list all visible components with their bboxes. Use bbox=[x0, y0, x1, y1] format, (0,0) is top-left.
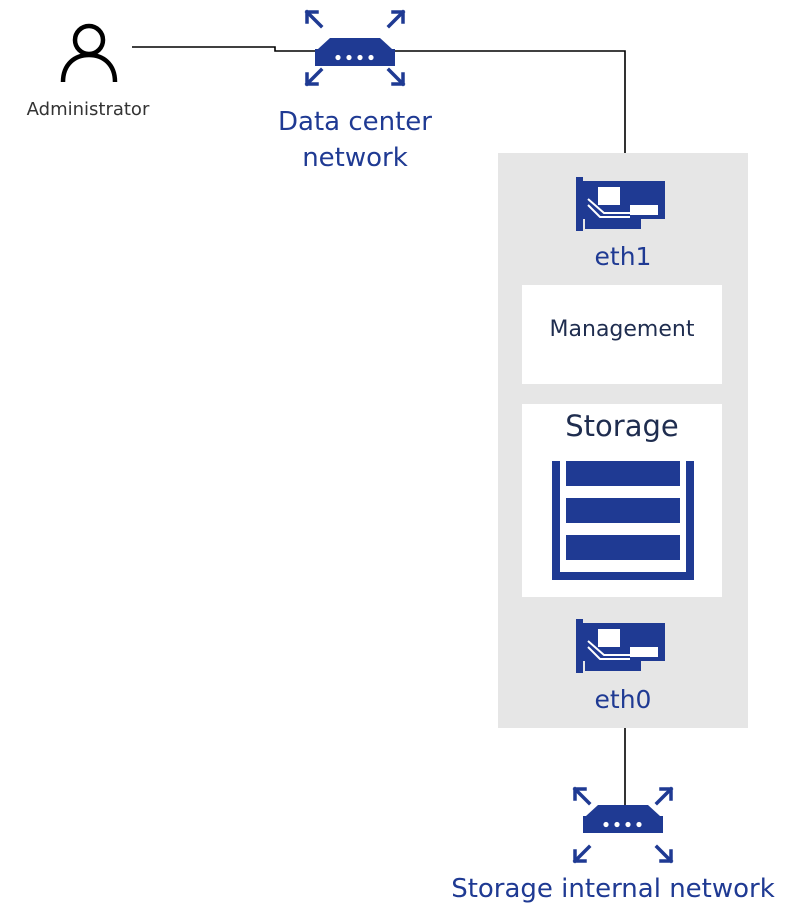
storage-rack-icon bbox=[552, 461, 694, 580]
network-switch-icon bbox=[304, 9, 406, 87]
server-node-panel: eth1 Management Storage eth0 bbox=[498, 153, 748, 728]
eth1-label: eth1 bbox=[594, 242, 652, 271]
storage-internal-network-label: Storage internal network bbox=[451, 874, 775, 904]
management-box: Management bbox=[522, 285, 722, 384]
switch-to-eth1-line bbox=[392, 50, 626, 153]
data-center-network-label: Data center network bbox=[255, 104, 455, 176]
storage-label: Storage bbox=[565, 409, 679, 443]
eth0-label: eth0 bbox=[594, 685, 652, 714]
management-label: Management bbox=[549, 317, 695, 342]
network-switch-icon bbox=[572, 786, 674, 864]
network-card-icon bbox=[576, 619, 665, 673]
storage-box: Storage bbox=[522, 404, 722, 597]
data-center-network-label-line2: network bbox=[302, 143, 408, 173]
data-center-network-label-line1: Data center bbox=[278, 107, 432, 137]
person-icon bbox=[60, 23, 118, 83]
administrator-label: Administrator bbox=[26, 99, 150, 120]
network-card-icon bbox=[576, 177, 665, 231]
admin-to-switch-line bbox=[132, 46, 317, 52]
